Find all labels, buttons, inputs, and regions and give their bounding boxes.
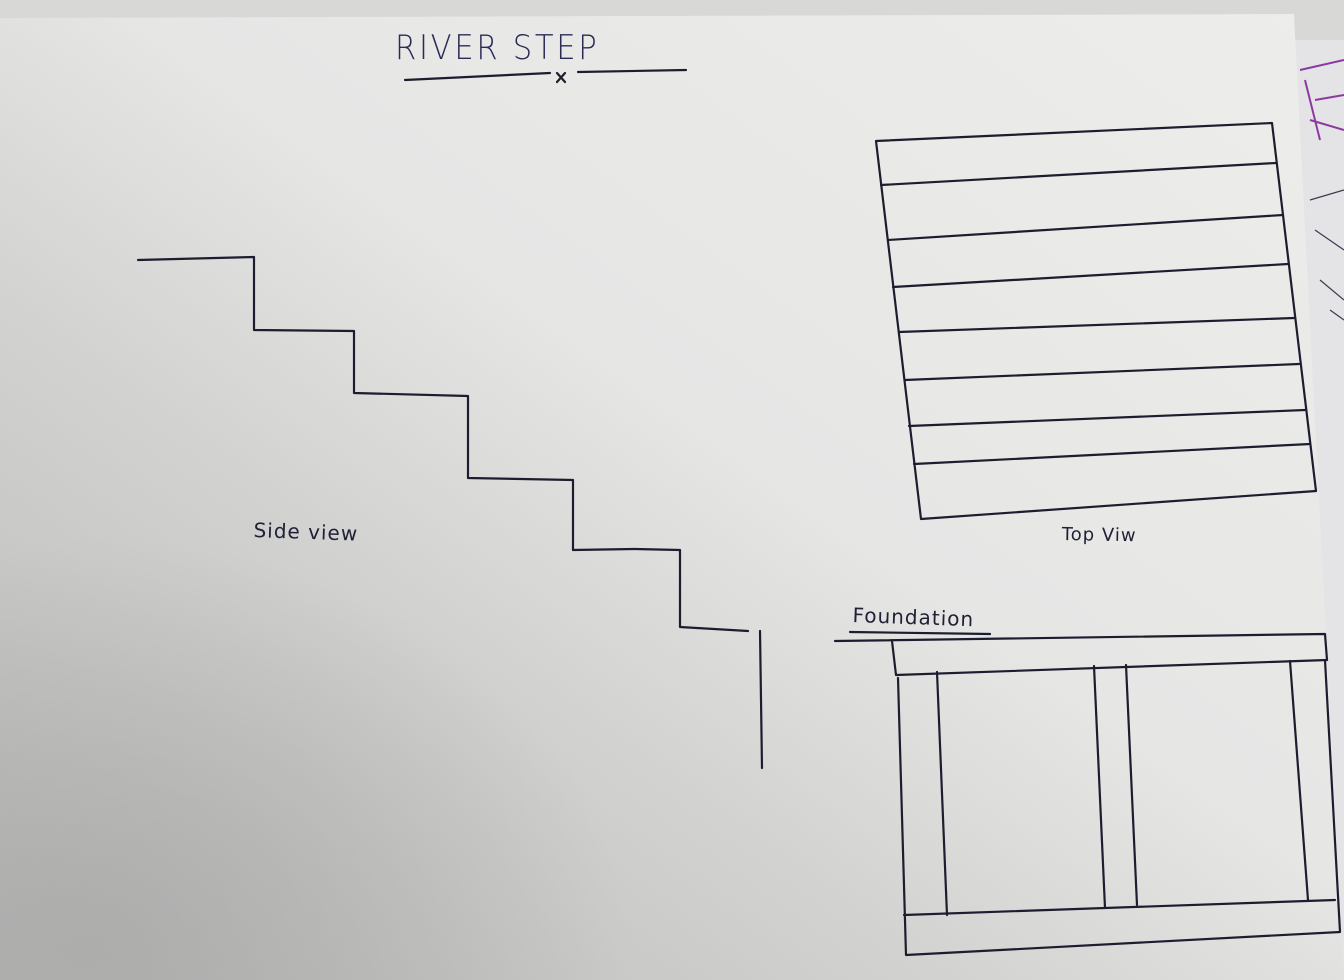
title-x-mark — [555, 71, 567, 84]
foundation-label: Foundation — [852, 603, 975, 632]
side-view-stairs — [136, 255, 764, 770]
title-underline — [403, 68, 688, 82]
adjacent-paper-lines — [1309, 189, 1344, 321]
sketch-title: RIVER STEP — [395, 28, 600, 68]
top-view-label: Top Viw — [1061, 524, 1137, 547]
foundation-posts — [935, 659, 1310, 917]
foundation-top-beam — [833, 632, 1329, 677]
top-view-planks — [879, 161, 1312, 466]
top-view-outline — [874, 121, 1318, 521]
adjacent-paper-doodle — [1299, 59, 1344, 141]
side-view-label: Side view — [253, 518, 359, 546]
paper-shadow — [0, 300, 900, 980]
foundation-label-underline — [848, 630, 992, 636]
foundation-frame — [896, 658, 1342, 957]
